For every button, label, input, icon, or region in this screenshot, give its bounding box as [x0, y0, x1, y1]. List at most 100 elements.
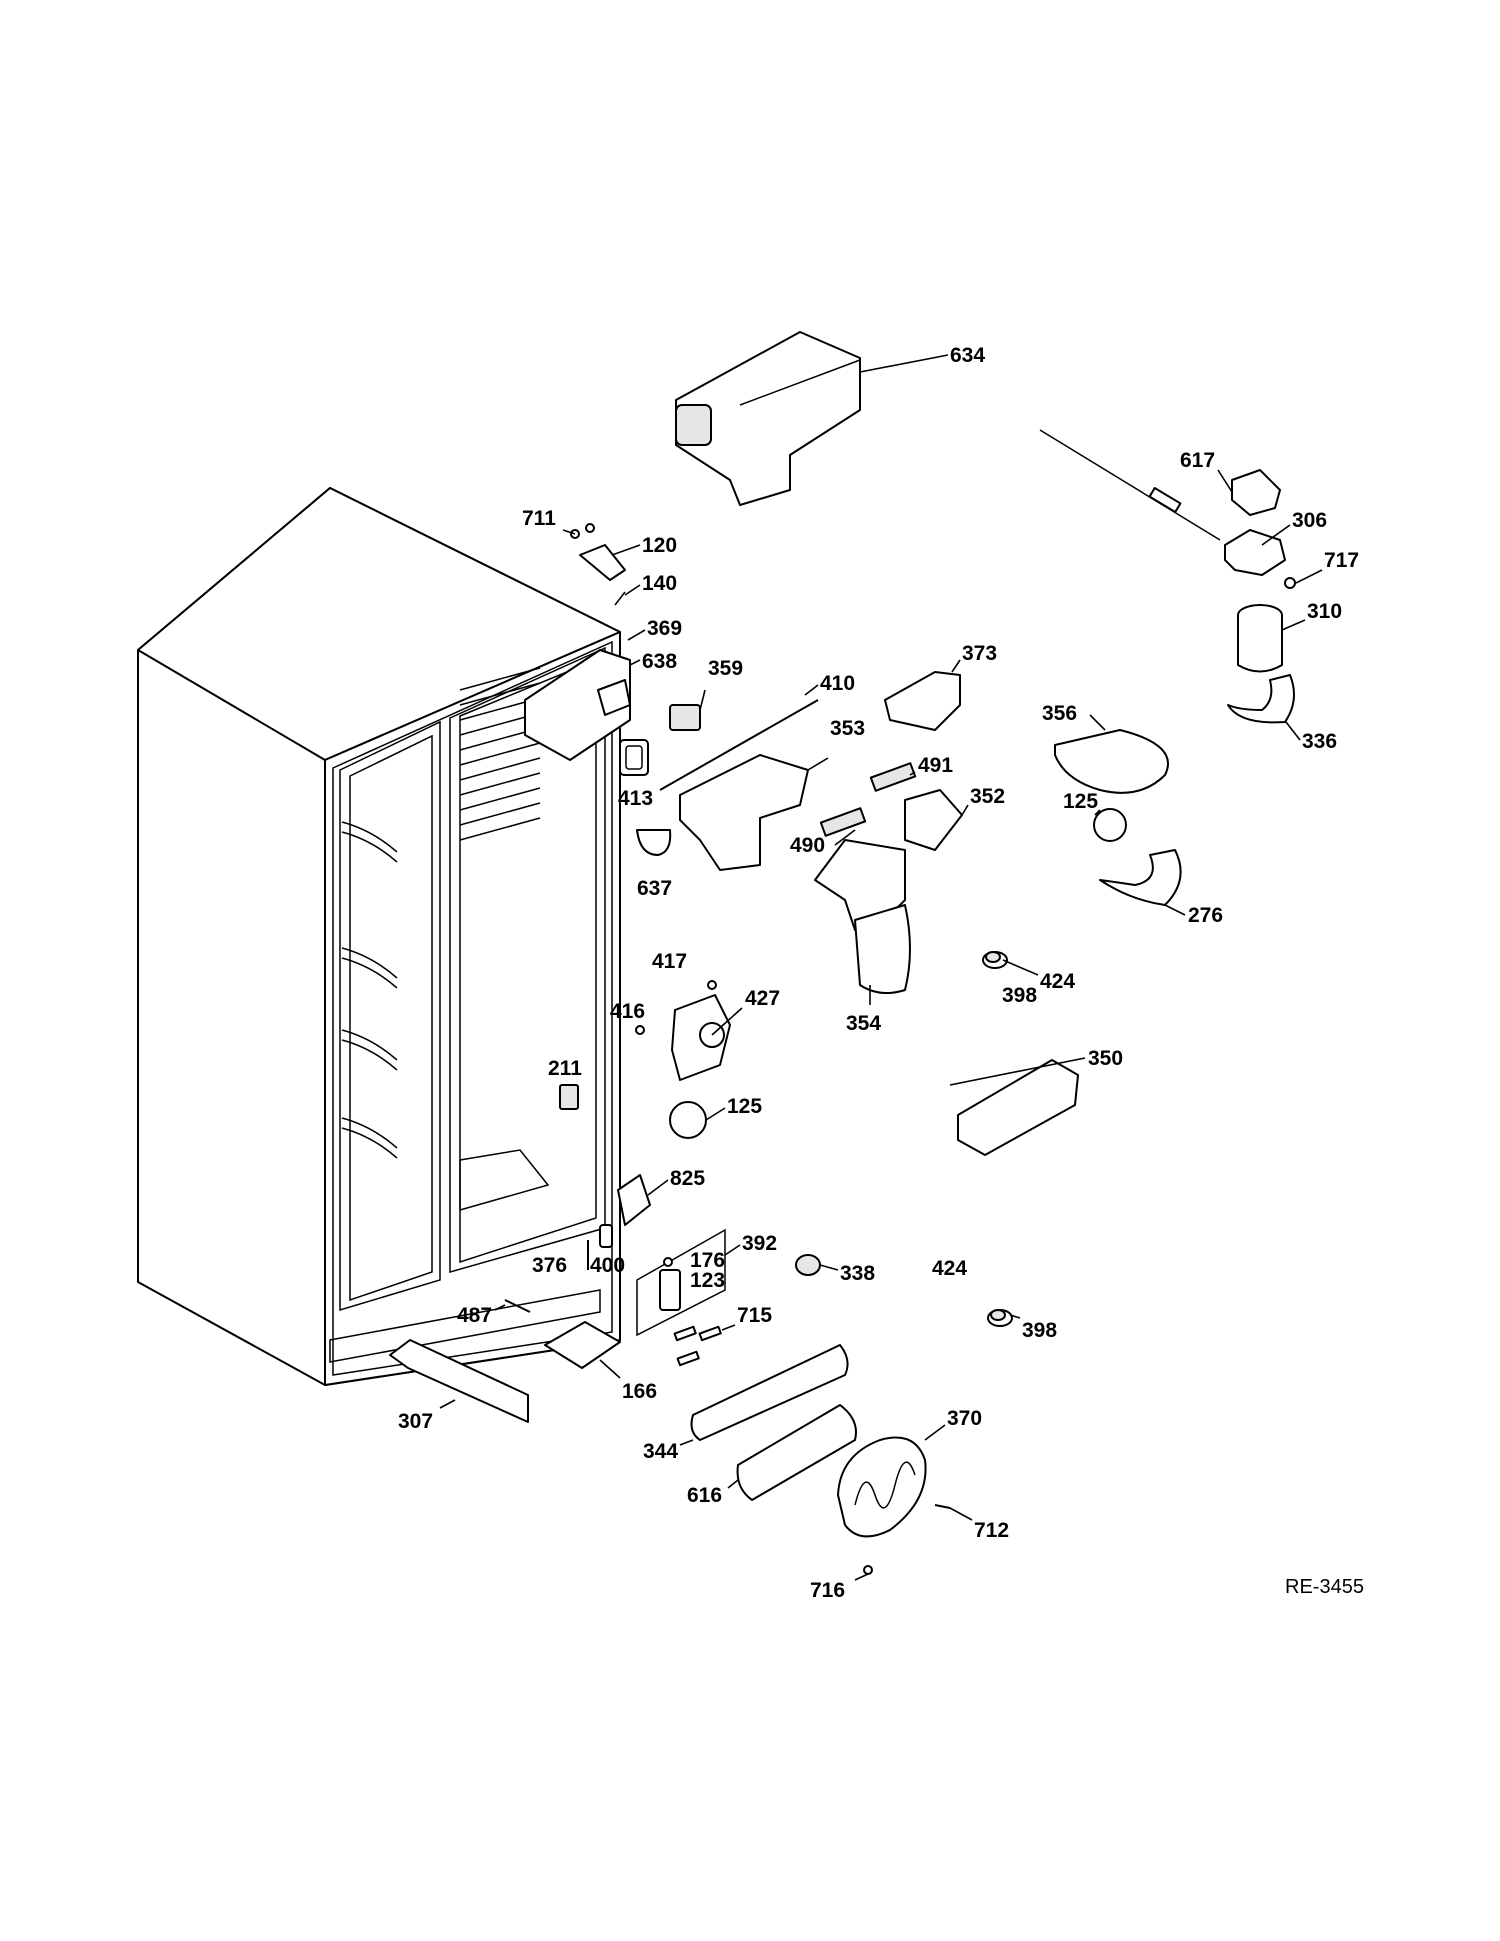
part-125-bulb-upper	[1093, 808, 1127, 842]
callout-490: 490	[790, 834, 825, 857]
part-490-bracket	[819, 807, 867, 837]
callout-120: 120	[642, 534, 677, 557]
callout-125-lower: 125	[727, 1095, 762, 1118]
part-276-cover	[1099, 849, 1182, 906]
callout-715: 715	[737, 1304, 772, 1327]
part-392-hinge-assembly	[636, 1228, 726, 1337]
callout-616: 616	[687, 1484, 722, 1507]
callout-487: 487	[457, 1304, 492, 1327]
part-487-rod	[504, 1299, 531, 1313]
callout-424-upper: 424	[1040, 970, 1075, 993]
part-338-plate	[795, 1254, 821, 1276]
callout-398-lower: 398	[1022, 1319, 1057, 1342]
part-369-duct	[524, 649, 631, 761]
part-211-switch	[559, 1084, 579, 1110]
callout-373: 373	[962, 642, 997, 665]
callout-400: 400	[590, 1254, 625, 1277]
callout-712: 712	[974, 1519, 1009, 1542]
part-716-screw	[863, 1565, 873, 1575]
callout-637: 637	[637, 877, 672, 900]
part-427-light-housing	[671, 994, 731, 1081]
callout-491: 491	[918, 754, 953, 777]
part-637-gasket	[636, 829, 672, 856]
callout-352: 352	[970, 785, 1005, 808]
callout-398-upper: 398	[1002, 984, 1037, 1007]
callout-labels: 634 617 306 717 310 336 711 120 140 369 …	[398, 344, 1364, 1602]
part-310-cylinder	[1237, 604, 1283, 673]
part-711-screws	[570, 523, 595, 539]
part-617-cover	[1231, 469, 1281, 516]
callout-306: 306	[1292, 509, 1327, 532]
callout-336: 336	[1302, 730, 1337, 753]
callout-717: 717	[1324, 549, 1359, 572]
part-825-bracket	[617, 1174, 651, 1226]
callout-424-lower: 424	[932, 1257, 967, 1280]
part-634-housing	[675, 331, 861, 506]
callout-354: 354	[846, 1012, 881, 1035]
part-491-bracket	[869, 762, 917, 792]
callout-350: 350	[1088, 1047, 1123, 1070]
part-424-398-upper	[982, 951, 1008, 969]
callout-825: 825	[670, 1167, 705, 1190]
callout-166: 166	[622, 1380, 657, 1403]
part-715-screws	[673, 1325, 722, 1367]
callout-307: 307	[398, 1410, 433, 1433]
callout-211: 211	[548, 1057, 582, 1080]
callout-276: 276	[1188, 904, 1223, 927]
callout-310: 310	[1307, 600, 1342, 623]
part-125-bulb-lower	[669, 1101, 707, 1139]
part-344-cover	[690, 1344, 849, 1441]
part-717-screw	[1284, 577, 1296, 589]
part-354-funnel	[814, 839, 911, 995]
part-306-bracket	[1224, 529, 1286, 576]
callout-617: 617	[1180, 449, 1215, 472]
part-166-block	[544, 1321, 621, 1369]
part-140-pin	[614, 591, 626, 606]
part-370-heater	[837, 1436, 927, 1538]
callout-344: 344	[643, 1440, 678, 1463]
callout-392: 392	[742, 1232, 777, 1255]
part-410-rod-upper	[1039, 429, 1221, 541]
part-356-tray	[1054, 729, 1169, 794]
part-373-cover	[884, 671, 961, 731]
part-359-switch	[669, 704, 701, 731]
leader-lines	[439, 354, 1323, 1581]
callout-634: 634	[950, 344, 985, 367]
part-413-gasket	[619, 739, 649, 776]
callout-356: 356	[1042, 702, 1077, 725]
callout-353: 353	[830, 717, 865, 740]
callout-125-upper: 125	[1063, 790, 1098, 813]
part-400-clip	[599, 1224, 613, 1248]
part-416-screw	[635, 1025, 645, 1035]
part-350-trim	[957, 1059, 1079, 1156]
callout-417: 417	[652, 950, 687, 973]
part-336-shield	[1227, 674, 1295, 724]
callout-369: 369	[647, 617, 682, 640]
callout-176: 176	[690, 1249, 725, 1272]
part-712-screw	[934, 1504, 951, 1509]
callout-416: 416	[610, 1000, 645, 1023]
callout-638: 638	[642, 650, 677, 673]
callout-123: 123	[690, 1269, 725, 1292]
part-307-kickplate	[389, 1339, 529, 1423]
part-424-398-lower	[987, 1309, 1013, 1327]
callout-359: 359	[708, 657, 743, 680]
part-352-housing	[904, 789, 963, 851]
callout-711: 711	[522, 507, 556, 530]
part-417-screw	[707, 980, 717, 990]
callout-338: 338	[840, 1262, 875, 1285]
part-638-bracket	[597, 679, 631, 716]
reference-code: RE-3455	[1285, 1576, 1364, 1598]
part-616-cover	[736, 1404, 857, 1501]
callout-370: 370	[947, 1407, 982, 1430]
callout-716: 716	[810, 1579, 845, 1602]
callout-410: 410	[820, 672, 855, 695]
part-410-rod	[659, 699, 819, 791]
callout-427: 427	[745, 987, 780, 1010]
part-120-hinge	[579, 544, 626, 581]
callout-140: 140	[642, 572, 677, 595]
callout-376: 376	[532, 1254, 567, 1277]
callout-413: 413	[618, 787, 653, 810]
part-353-chute	[679, 754, 809, 871]
